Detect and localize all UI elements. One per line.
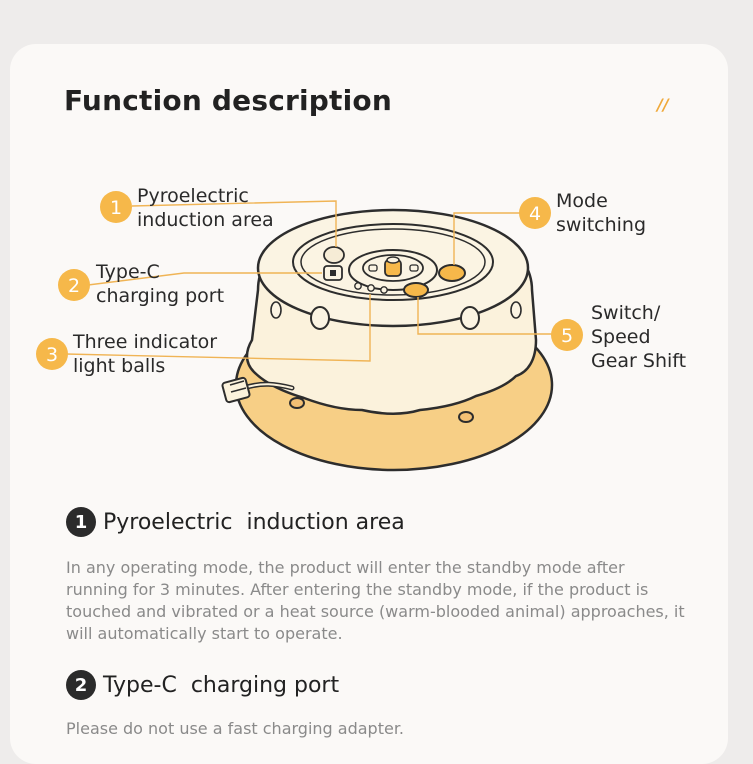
mode-button-icon — [438, 264, 466, 282]
page-title: Function description — [64, 84, 392, 117]
sensor-icon — [323, 246, 345, 264]
callout-label-3: Three indicator light balls — [73, 331, 218, 377]
section-heading-1: 1 Pyroelectric induction area — [66, 507, 405, 537]
leader-line-1 — [131, 200, 337, 247]
callout-badge-3: 3 — [36, 338, 68, 370]
svg-text:4: 4 — [529, 203, 541, 225]
leader-line-2 — [87, 272, 322, 286]
section-title-1: Pyroelectric induction area — [103, 509, 405, 535]
svg-text:5: 5 — [561, 325, 573, 347]
svg-text:2: 2 — [68, 275, 80, 297]
callout-label-4: Mode switching — [556, 190, 647, 236]
section-heading-2: 2 Type-C charging port — [66, 670, 339, 700]
leader-line-5 — [417, 297, 552, 335]
callout-badge-2: 2 — [58, 269, 90, 301]
callout-label-1: Pyroelectric induction area — [137, 185, 274, 231]
section-body-1: In any operating mode, the product will … — [66, 558, 685, 643]
callout-badge-5: 5 — [551, 319, 583, 351]
indicator-light-1 — [354, 282, 362, 290]
svg-text:3: 3 — [46, 344, 58, 366]
base-foot-right — [458, 411, 474, 423]
section-title-2: Type-C charging port — [103, 672, 340, 698]
section-number-2: 2 — [66, 670, 96, 700]
base-foot-left — [289, 397, 305, 409]
section-number-1: 1 — [66, 507, 96, 537]
switch-button-icon — [403, 282, 429, 298]
section-body-2: Please do not use a fast charging adapte… — [66, 719, 405, 738]
indicator-light-3 — [380, 286, 388, 294]
svg-text:1: 1 — [110, 197, 122, 219]
leader-line-3 — [65, 294, 371, 362]
decorative-slash-icon: // — [657, 95, 669, 114]
indicator-light-2 — [367, 284, 375, 292]
leader-line-4 — [453, 212, 520, 265]
callout-label-2: Type-C charging port — [96, 261, 225, 307]
callout-label-5: Switch/ Speed Gear Shift — [591, 302, 687, 372]
callout-badge-4: 4 — [519, 197, 551, 229]
callout-badge-1: 1 — [100, 191, 132, 223]
